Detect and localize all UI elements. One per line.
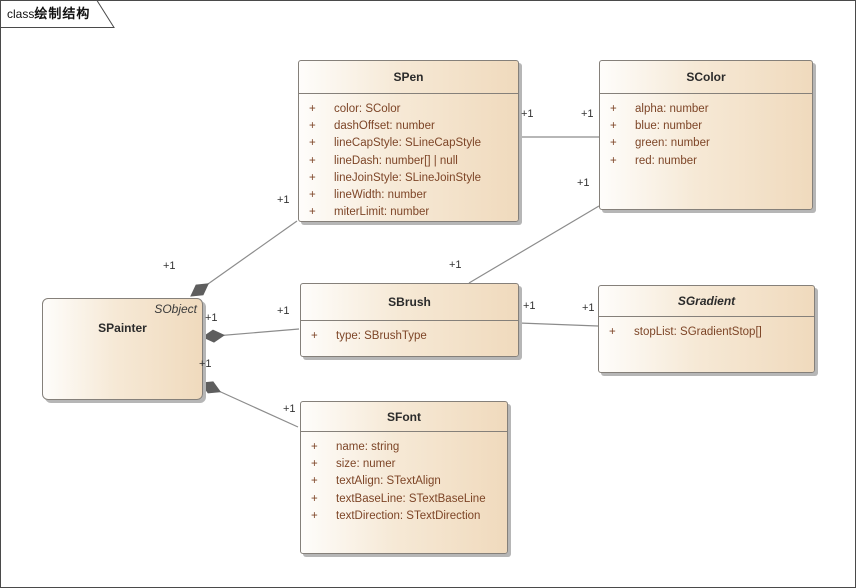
frame-keyword: class	[7, 7, 35, 21]
attribute-row[interactable]: + lineWidth: number	[299, 187, 518, 204]
attribute-row[interactable]: + size: numer	[301, 456, 507, 473]
attribute-row[interactable]: + textBaseLine: STextBaseLine	[301, 491, 507, 508]
class-name: SColor	[600, 61, 812, 94]
class-name: SGradient	[599, 286, 814, 317]
attribute-text: textAlign: STextAlign	[336, 475, 441, 488]
attribute-text: dashOffset: number	[334, 120, 435, 133]
frame-title-text: 绘制结构	[34, 6, 91, 21]
class-box-sfont[interactable]: SFont + name: string + size: numer + textAlign…	[300, 401, 508, 554]
visibility-symbol: +	[610, 137, 617, 150]
association-sbrush-sgradient[interactable]	[518, 322, 599, 327]
frame-title: class绘制结构	[7, 6, 90, 22]
attribute-row[interactable]: + dashOffset: number	[299, 118, 518, 135]
class-box-sgradient[interactable]: SGradient + stopList: SGradientStop[]	[598, 285, 815, 373]
attribute-row[interactable]: + type: SBrushType	[301, 328, 518, 345]
visibility-symbol: +	[311, 475, 318, 488]
aggregation-diamond	[190, 283, 209, 297]
attribute-row[interactable]: + stopList: SGradientStop[]	[599, 324, 814, 341]
attribute-text: lineDash: number[] | null	[334, 154, 458, 167]
attribute-row[interactable]: + alpha: number	[600, 101, 812, 118]
class-name: SPen	[299, 61, 518, 94]
visibility-symbol: +	[309, 154, 316, 167]
multiplicity-label: +1	[521, 108, 534, 120]
attribute-text: name: string	[336, 441, 400, 453]
attribute-row[interactable]: + textDirection: STextDirection	[301, 508, 507, 525]
attribute-text: textDirection: STextDirection	[336, 509, 481, 522]
class-box-spen[interactable]: SPen + color: SColor + dashOffset: number + li…	[298, 60, 519, 222]
multiplicity-label: +1	[277, 194, 290, 206]
multiplicity-label: +1	[199, 358, 212, 370]
visibility-symbol: +	[311, 509, 318, 522]
multiplicity-label: +1	[577, 177, 590, 189]
attribute-compartment: + type: SBrushType	[301, 321, 518, 345]
visibility-symbol: +	[311, 441, 318, 453]
multiplicity-label: +1	[283, 403, 296, 415]
attribute-text: stopList: SGradientStop[]	[634, 326, 762, 338]
visibility-symbol: +	[609, 326, 616, 338]
attribute-text: lineWidth: number	[334, 188, 427, 201]
visibility-symbol: +	[309, 206, 316, 219]
attribute-row[interactable]: + color: SColor	[299, 101, 518, 118]
visibility-symbol: +	[309, 120, 316, 133]
attribute-text: lineCapStyle: SLineCapStyle	[334, 137, 482, 150]
visibility-symbol: +	[610, 120, 617, 133]
attribute-row[interactable]: + green: number	[600, 135, 812, 152]
attribute-row[interactable]: + red: number	[600, 153, 812, 170]
attribute-text: blue: number	[635, 120, 703, 133]
attribute-compartment: + name: string + size: numer + textAlign: STe…	[301, 432, 507, 525]
visibility-symbol: +	[311, 458, 318, 471]
multiplicity-label: +1	[205, 312, 218, 324]
multiplicity-label: +1	[523, 300, 536, 312]
visibility-symbol: +	[610, 103, 617, 115]
multiplicity-label: +1	[582, 302, 595, 314]
association-sbrush-scolor[interactable]	[468, 205, 600, 284]
visibility-symbol: +	[311, 330, 318, 342]
visibility-symbol: +	[309, 188, 316, 201]
aggregation-diamond	[201, 329, 225, 343]
attribute-text: color: SColor	[334, 103, 401, 115]
multiplicity-label: +1	[581, 108, 594, 120]
visibility-symbol: +	[311, 492, 318, 505]
attribute-text: textBaseLine: STextBaseLine	[336, 492, 486, 505]
attribute-compartment: + alpha: number + blue: number + green: numbe…	[600, 94, 812, 170]
class-name: SPainter	[98, 321, 147, 335]
multiplicity-label: +1	[277, 305, 290, 317]
superclass-label: SObject	[154, 302, 197, 316]
attribute-text: lineJoinStyle: SLineJoinStyle	[334, 171, 482, 184]
attribute-row[interactable]: + lineCapStyle: SLineCapStyle	[299, 135, 518, 152]
attribute-text: type: SBrushType	[336, 330, 427, 342]
attribute-text: alpha: number	[635, 103, 709, 115]
attribute-row[interactable]: + lineJoinStyle: SLineJoinStyle	[299, 170, 518, 187]
frame-tab	[0, 0, 115, 28]
attribute-text: red: number	[635, 154, 698, 167]
visibility-symbol: +	[309, 103, 316, 115]
attribute-row[interactable]: + name: string	[301, 439, 507, 456]
class-name: SFont	[301, 402, 507, 432]
attribute-compartment: + stopList: SGradientStop[]	[599, 317, 814, 341]
visibility-symbol: +	[309, 171, 316, 184]
multiplicity-label: +1	[163, 260, 176, 272]
class-box-scolor[interactable]: SColor + alpha: number + blue: number + green:…	[599, 60, 813, 210]
attribute-row[interactable]: + lineDash: number[] | null	[299, 153, 518, 170]
attribute-text: miterLimit: number	[334, 206, 430, 219]
class-name: SBrush	[301, 284, 518, 321]
visibility-symbol: +	[610, 154, 617, 167]
attribute-text: green: number	[635, 137, 710, 150]
attribute-row[interactable]: + blue: number	[600, 118, 812, 135]
attribute-row[interactable]: + miterLimit: number	[299, 204, 518, 221]
attribute-row[interactable]: + textAlign: STextAlign	[301, 473, 507, 490]
visibility-symbol: +	[309, 137, 316, 150]
class-box-sbrush[interactable]: SBrush + type: SBrushType	[300, 283, 519, 357]
aggregation-diamond	[200, 381, 222, 394]
attribute-compartment: + color: SColor + dashOffset: number + lineCa…	[299, 94, 518, 221]
multiplicity-label: +1	[449, 259, 462, 271]
attribute-text: size: numer	[336, 458, 396, 471]
